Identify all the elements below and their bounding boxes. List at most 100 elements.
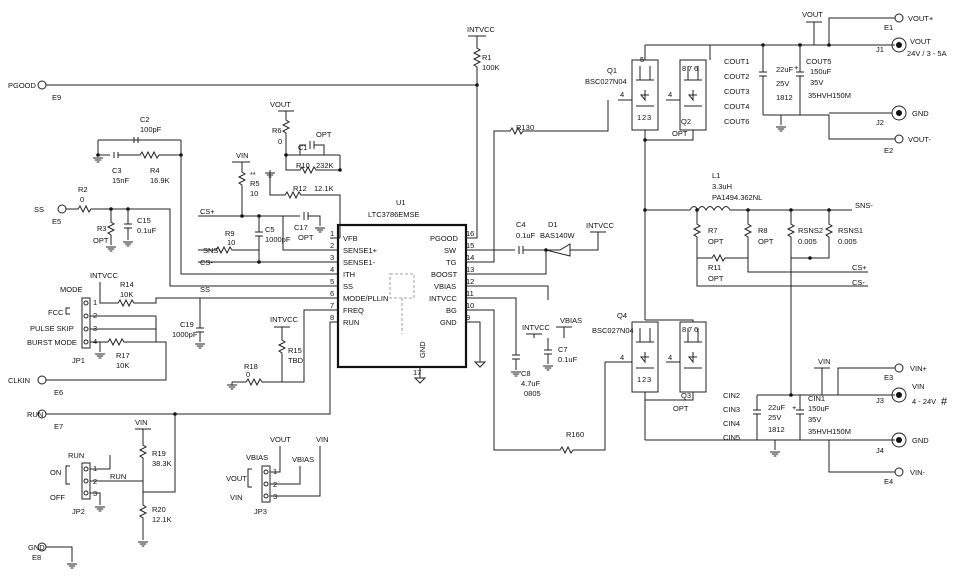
svg-text:R4: R4 (150, 166, 160, 175)
svg-text:OPT: OPT (672, 129, 688, 138)
svg-text:1812: 1812 (768, 425, 785, 434)
svg-text:35V: 35V (808, 415, 821, 424)
svg-text:OPT: OPT (708, 274, 724, 283)
ic-part: LTC3786EMSE (368, 210, 420, 219)
svg-text:VIN+: VIN+ (910, 364, 928, 373)
svg-text:RSNS2: RSNS2 (798, 226, 823, 235)
svg-text:INTVCC: INTVCC (586, 221, 615, 230)
connector-e6[interactable] (37, 375, 47, 385)
svg-text:1: 1 (93, 298, 97, 307)
svg-text:VBIAS: VBIAS (560, 316, 582, 325)
svg-text:0: 0 (530, 123, 534, 132)
svg-text:8: 8 (682, 64, 686, 73)
svg-text:1812: 1812 (776, 93, 793, 102)
svg-text:13: 13 (466, 265, 474, 274)
svg-text:1000pF: 1000pF (172, 330, 198, 339)
svg-text:GND: GND (28, 543, 45, 552)
svg-text:14: 14 (466, 253, 474, 262)
svg-text:BSC027N04: BSC027N04 (585, 77, 627, 86)
svg-text:35HVH150M: 35HVH150M (808, 91, 851, 100)
svg-text:CS-: CS- (852, 278, 865, 287)
svg-text:24V / 3 - 5A: 24V / 3 - 5A (907, 49, 947, 58)
svg-text:GND: GND (912, 109, 929, 118)
svg-text:MODE: MODE (60, 285, 83, 294)
jp1-pin-2[interactable] (83, 313, 89, 319)
svg-text:100K: 100K (482, 63, 500, 72)
svg-text:Q2: Q2 (681, 117, 691, 126)
jp3-pin-3[interactable] (263, 493, 269, 499)
jp1-pin-4[interactable] (83, 339, 89, 345)
svg-text:10: 10 (250, 189, 258, 198)
connector-j1[interactable] (891, 37, 907, 53)
pin-mode: MODE/PLLIN (343, 294, 388, 303)
jp2-pin-2[interactable] (83, 478, 89, 484)
jp3-pin-2[interactable] (263, 481, 269, 487)
connector-e1[interactable] (894, 13, 904, 23)
pin-sw: SW (444, 246, 457, 255)
svg-text:E9: E9 (52, 93, 61, 102)
svg-text:VIN: VIN (912, 382, 925, 391)
run-off: OFF (50, 493, 65, 502)
svg-text:COUT5: COUT5 (806, 57, 831, 66)
svg-text:VOUT-: VOUT- (908, 135, 931, 144)
svg-text:3: 3 (647, 113, 651, 122)
svg-text:E3: E3 (884, 373, 893, 382)
connector-e9[interactable] (37, 80, 47, 90)
freq-section: INTVCC R15 TBD R18 0 (226, 309, 330, 390)
vin-label-r5: VIN (236, 151, 249, 160)
svg-text:OPT: OPT (708, 237, 724, 246)
compensation-network: C2 100pF C3 15nF R4 16.9K (92, 115, 330, 275)
svg-text:JP2: JP2 (72, 507, 85, 516)
pgood-label: PGOOD (8, 81, 37, 90)
connector-e4[interactable] (894, 467, 904, 477)
jp3-shunt[interactable] (247, 468, 252, 488)
svg-text:12.1K: 12.1K (152, 515, 172, 524)
svg-text:38.3K: 38.3K (152, 459, 172, 468)
jp2-pin-3[interactable] (83, 490, 89, 496)
jp1-pin-3[interactable] (83, 326, 89, 332)
pin-vbias: VBIAS (434, 282, 456, 291)
svg-text:10K: 10K (120, 290, 133, 299)
jp1-shunt[interactable] (65, 307, 70, 315)
jp3-pin-1[interactable] (263, 469, 269, 475)
svg-text:C1: C1 (298, 143, 308, 152)
svg-text:Q4: Q4 (617, 311, 627, 320)
svg-text:Q3: Q3 (681, 391, 691, 400)
svg-text:2: 2 (330, 241, 334, 250)
pin-sense1m: SENSE1- (343, 258, 376, 267)
svg-text:RUN: RUN (68, 451, 84, 460)
pin-ss: SS (343, 282, 353, 291)
boost-section: C4 0.1uF D1 BAS140W INTVCC (474, 220, 615, 275)
svg-text:J2: J2 (876, 118, 884, 127)
svg-text:E4: E4 (884, 477, 893, 486)
vbias-vin: VIN (230, 493, 243, 502)
svg-text:E5: E5 (52, 217, 61, 226)
jp1-pin-1[interactable] (83, 300, 89, 306)
svg-text:C7: C7 (558, 345, 568, 354)
intvcc-section: VBIAS INTVCC C8 4.7uF 0805 C7 0.1uF R16 … (474, 285, 606, 455)
svg-text:PA1494.362NL: PA1494.362NL (712, 193, 762, 202)
svg-text:J4: J4 (876, 446, 884, 455)
jp2-shunt[interactable] (65, 465, 70, 485)
svg-text:0.005: 0.005 (798, 237, 817, 246)
connector-e3[interactable] (894, 363, 904, 373)
svg-text:**: ** (250, 170, 256, 179)
svg-text:OPT: OPT (673, 404, 689, 413)
svg-text:VOUT: VOUT (802, 10, 823, 19)
pgood-section: PGOOD E9 INTVCC R1 100K (8, 25, 500, 239)
svg-text:J1: J1 (876, 45, 884, 54)
connector-e5[interactable] (57, 204, 67, 214)
connector-e2[interactable] (894, 134, 904, 144)
jp2-pin-1[interactable] (83, 466, 89, 472)
svg-text:35V: 35V (810, 78, 823, 87)
svg-text:16.9K: 16.9K (150, 176, 170, 185)
svg-text:VIN: VIN (316, 435, 329, 444)
connector-j3[interactable] (891, 387, 907, 403)
svg-text:COUT4: COUT4 (724, 102, 749, 111)
svg-text:VOUT: VOUT (270, 435, 291, 444)
svg-text:4 - 24V: 4 - 24V (912, 397, 936, 406)
svg-text:R14: R14 (120, 280, 134, 289)
svg-text:10: 10 (227, 238, 235, 247)
connector-j4[interactable] (891, 432, 907, 448)
